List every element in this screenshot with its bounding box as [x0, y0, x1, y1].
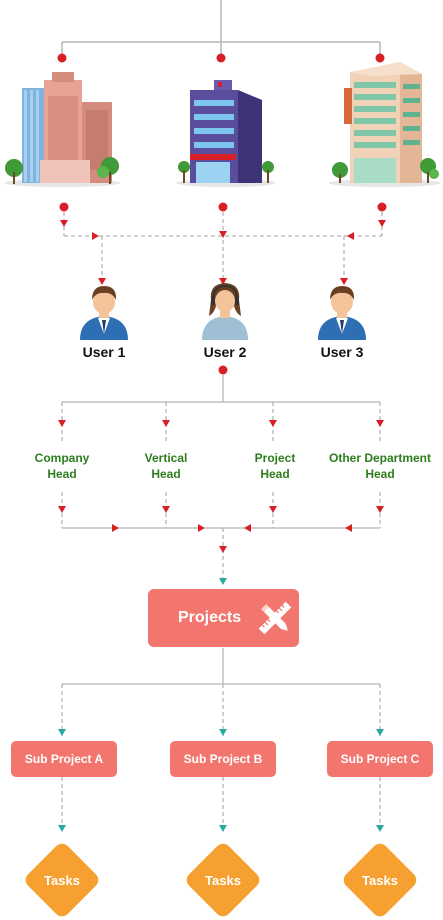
task-label: Tasks: [362, 872, 398, 888]
dept-project-connectors: [61, 492, 381, 584]
node-dot: [57, 53, 67, 63]
node-dot: [377, 202, 387, 212]
building-user-arrows: [60, 220, 386, 285]
user-label: User 1: [82, 344, 126, 360]
office-building-icon: [4, 72, 120, 187]
node-dot: [218, 202, 228, 212]
projects-box: Projects: [148, 589, 299, 647]
male-user-icon: [80, 286, 128, 340]
department-label: Vertical Head: [144, 451, 188, 481]
user-dept-connectors: [61, 375, 381, 442]
building-user-connectors: [63, 212, 383, 282]
sub-project-a-box: Sub Project A: [11, 741, 117, 777]
project-subproject-arrows: [58, 729, 384, 736]
male-user-icon: [318, 286, 366, 340]
department-label: Project Head: [254, 451, 296, 481]
female-user-headset-icon: [202, 283, 248, 340]
office-building-icon: [329, 62, 441, 187]
task-label: Tasks: [44, 872, 80, 888]
user-dept-arrows: [58, 420, 384, 427]
task-diamond: Tasks: [22, 840, 102, 920]
top-connector: [61, 0, 381, 58]
subproject-task-connectors: [61, 777, 381, 832]
building-nodes: [59, 202, 387, 212]
sub-project-b-box: Sub Project B: [170, 741, 276, 777]
task-label: Tasks: [205, 872, 241, 888]
department-label: Company Head: [34, 451, 90, 481]
pencil-ruler-icon: [258, 601, 292, 635]
top-nodes: [57, 53, 385, 63]
task-diamond: Tasks: [183, 840, 263, 920]
node-dot: [375, 53, 385, 63]
office-building-icon: [176, 80, 276, 187]
project-subproject-connectors: [61, 648, 381, 736]
user-label: User 3: [320, 344, 364, 360]
task-diamond: Tasks: [340, 840, 420, 920]
node-dot: [59, 202, 69, 212]
user-label: User 2: [203, 344, 247, 360]
subproject-task-arrows: [58, 825, 384, 832]
node-dot: [216, 53, 226, 63]
department-label: Other Department Head: [328, 451, 432, 481]
node-dot: [218, 365, 228, 375]
sub-project-c-box: Sub Project C: [327, 741, 433, 777]
dept-project-arrows: [58, 506, 384, 553]
teal-arrow: [219, 578, 227, 585]
projects-label: Projects: [178, 609, 242, 626]
